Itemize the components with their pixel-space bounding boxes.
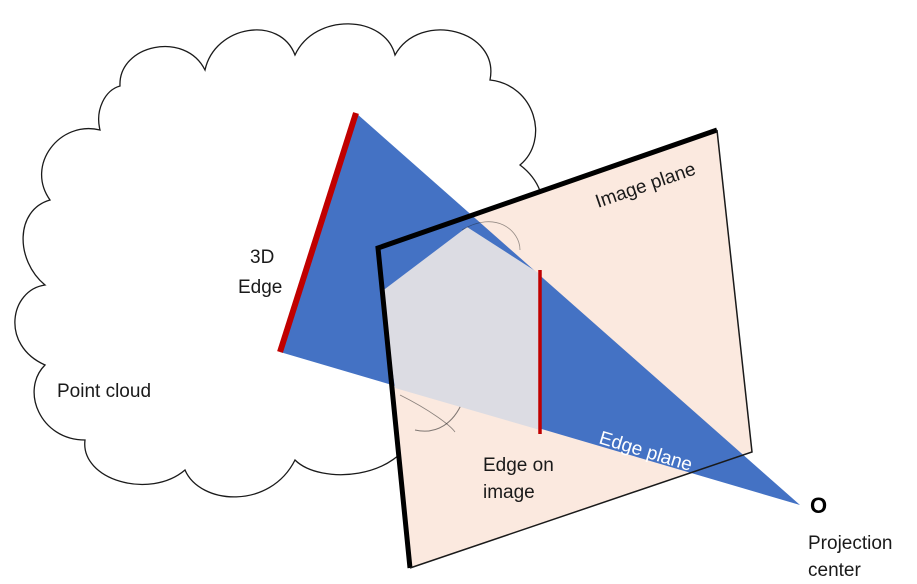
label-point-cloud: Point cloud <box>57 381 151 402</box>
edge-3d-line <box>277 112 359 353</box>
label-projection-center-line1: Projection <box>808 533 893 554</box>
image-plane-frame-bottom-right <box>409 129 753 569</box>
label-edge-on-image-line1: Edge on <box>483 455 554 476</box>
label-3d-edge-line1: 3D <box>250 247 274 268</box>
cloud-outline-overlap <box>399 394 456 433</box>
label-3d-edge-line2: Edge <box>238 277 282 298</box>
edge-plane-overlap <box>381 227 540 430</box>
label-edge-on-image-line2: image <box>483 482 535 503</box>
image-plane-frame-top-left <box>375 127 718 569</box>
label-projection-center-line2: center <box>808 560 861 581</box>
cloud-outline-top-arc <box>461 221 521 251</box>
label-origin: O <box>810 493 827 518</box>
